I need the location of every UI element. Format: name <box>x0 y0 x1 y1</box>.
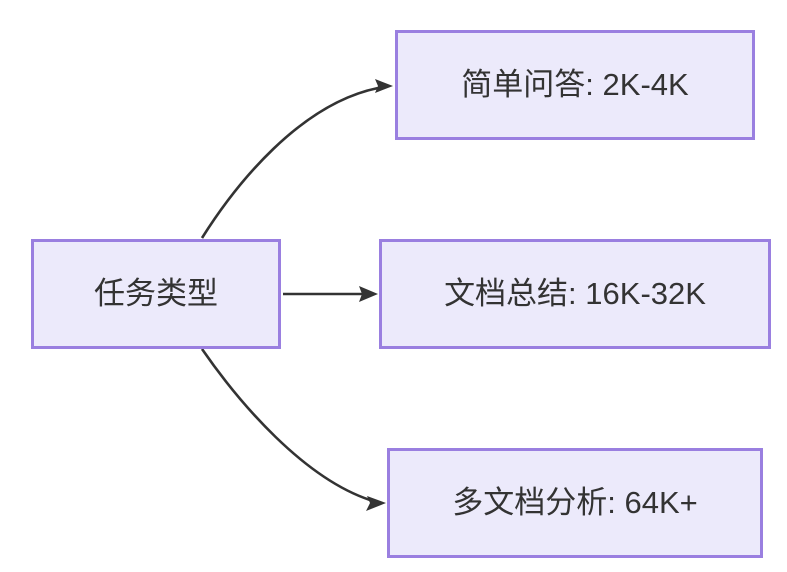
node-doc-summary-label: 文档总结: 16K-32K <box>444 276 706 311</box>
node-simple-qa[interactable]: 简单问答: 2K-4K <box>395 30 755 140</box>
arrowhead-icon-simple-qa <box>375 79 393 93</box>
node-task-type[interactable]: 任务类型 <box>31 239 281 349</box>
node-simple-qa-box[interactable] <box>395 30 755 140</box>
node-simple-qa-label: 简单问答: 2K-4K <box>461 67 689 102</box>
node-task-type-label: 任务类型 <box>94 276 218 311</box>
edge-path-curved-down <box>200 348 371 502</box>
arrowhead-icon-multi-doc <box>366 496 386 511</box>
edge-root-to-multi-doc <box>200 348 386 511</box>
node-multi-doc-box[interactable] <box>387 448 763 558</box>
node-multi-doc-label: 多文档分析: 64K+ <box>452 485 698 520</box>
arrowhead-icon-doc-summary <box>359 286 378 302</box>
edge-root-to-doc-summary <box>283 286 378 302</box>
edge-root-to-simple-qa <box>200 79 393 239</box>
node-task-type-box[interactable] <box>31 239 281 349</box>
node-doc-summary-box[interactable] <box>379 239 771 349</box>
node-doc-summary[interactable]: 文档总结: 16K-32K <box>379 239 771 349</box>
edge-group <box>200 79 393 511</box>
node-multi-doc[interactable]: 多文档分析: 64K+ <box>387 448 763 558</box>
edge-path-curved-up <box>200 86 379 239</box>
